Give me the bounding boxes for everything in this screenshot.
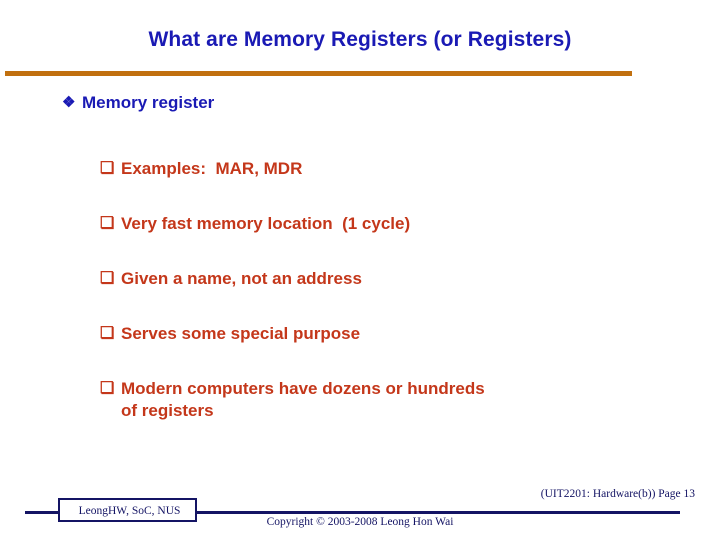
title-divider bbox=[5, 71, 632, 76]
square-bullet-icon: ❏ bbox=[100, 325, 115, 342]
list-item-label: Very fast memory location (1 cycle) bbox=[121, 214, 411, 233]
square-bullet-icon: ❏ bbox=[100, 215, 115, 232]
page-number-label: (UIT2201: Hardware(b)) Page 13 bbox=[540, 488, 695, 500]
author-box-label: LeongHW, SoC, NUS bbox=[78, 505, 181, 517]
author-box: LeongHW, SoC, NUS bbox=[58, 498, 197, 522]
square-bullet-icon: ❏ bbox=[100, 380, 115, 397]
list-item: ❏ Modern computers have dozens or hundre… bbox=[100, 378, 720, 422]
bullet-level1-label: Memory register bbox=[82, 93, 215, 112]
slide-footer: (UIT2201: Hardware(b)) Page 13 LeongHW, … bbox=[0, 462, 720, 540]
footer-divider bbox=[25, 511, 680, 514]
page-title: What are Memory Registers (or Registers) bbox=[148, 28, 572, 51]
list-item-label: Modern computers have dozens or hundreds… bbox=[121, 379, 485, 420]
square-bullet-icon: ❏ bbox=[100, 270, 115, 287]
list-item: ❏ Given a name, not an address bbox=[100, 268, 720, 290]
list-item: ❏ Very fast memory location (1 cycle) bbox=[100, 213, 720, 235]
diamond-bullet-icon: ❖ bbox=[62, 94, 76, 111]
bullet-level1: ❖ Memory register bbox=[62, 92, 720, 114]
bullet-level2-list: ❏ Examples: MAR, MDR ❏ Very fast memory … bbox=[0, 158, 720, 422]
list-item-label: Given a name, not an address bbox=[121, 269, 362, 288]
square-bullet-icon: ❏ bbox=[100, 160, 115, 177]
list-item-label: Examples: MAR, MDR bbox=[121, 159, 303, 178]
list-item: ❏ Examples: MAR, MDR bbox=[100, 158, 720, 180]
slide-body: ❖ Memory register ❏ Examples: MAR, MDR ❏… bbox=[0, 92, 720, 462]
list-item: ❏ Serves some special purpose bbox=[100, 323, 720, 345]
list-item-label: Serves some special purpose bbox=[121, 324, 361, 343]
copyright-label: Copyright © 2003-2008 Leong Hon Wai bbox=[266, 516, 454, 528]
